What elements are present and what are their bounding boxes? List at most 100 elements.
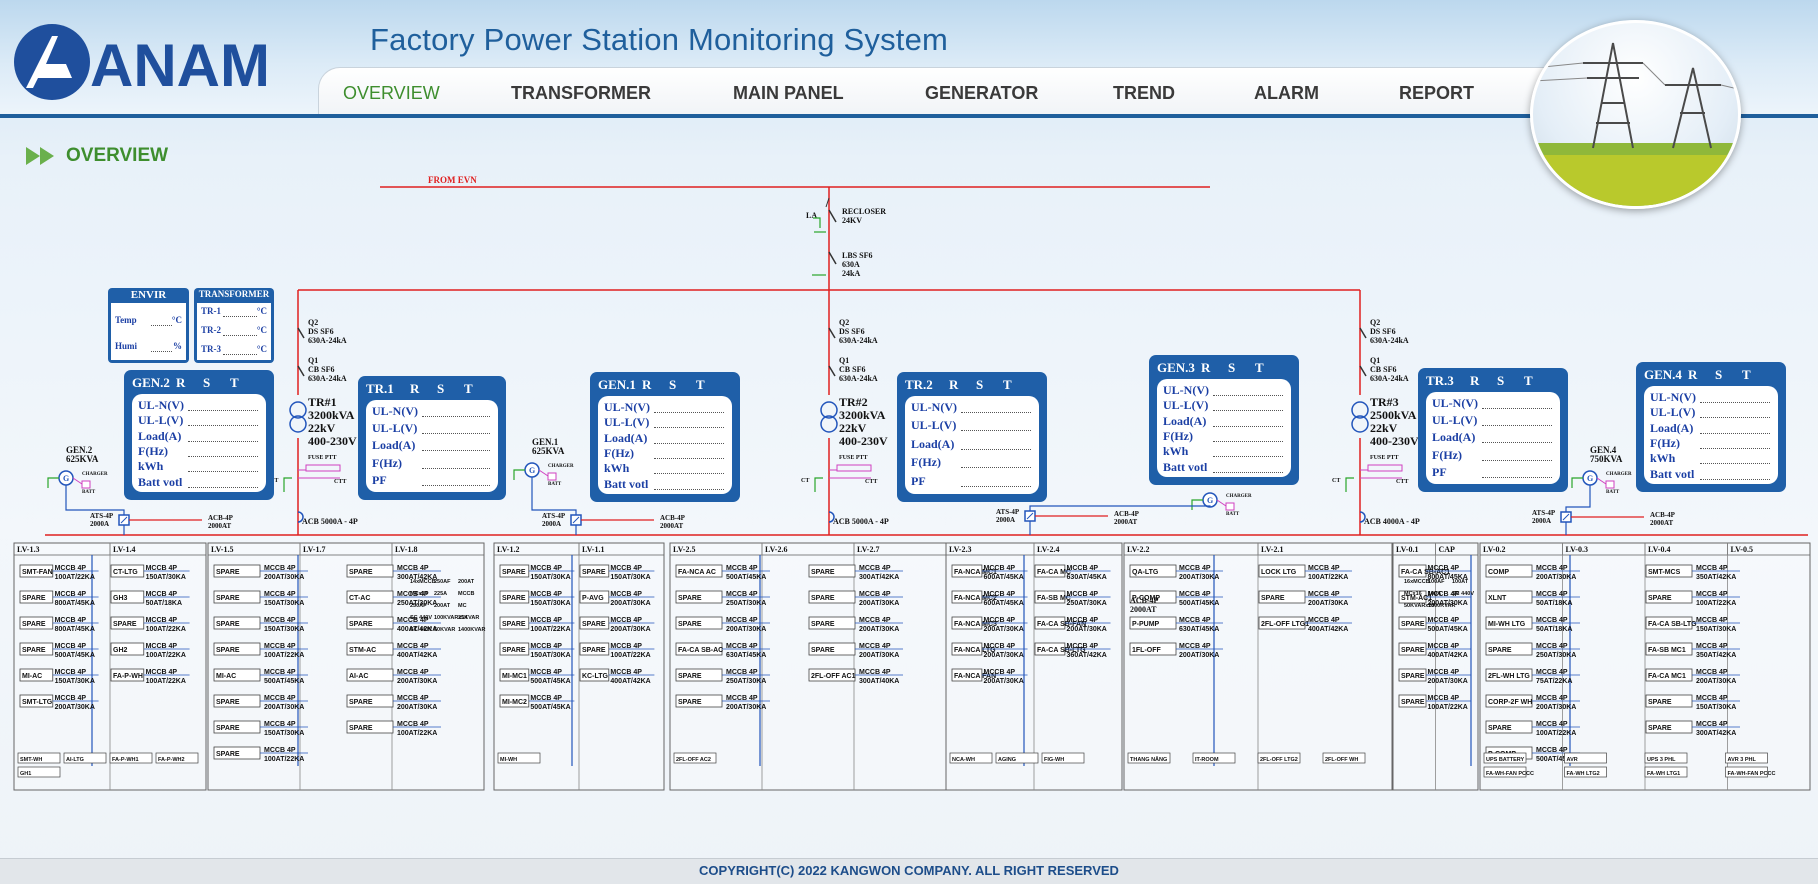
generator-symbol[interactable]: G	[524, 462, 540, 478]
lv-panel-label[interactable]: LV-1.3	[17, 545, 39, 554]
nav-overview[interactable]: OVERVIEW	[343, 83, 440, 103]
lv-small-load[interactable]: FA-P-WH1	[109, 752, 153, 764]
nav-transformer[interactable]: TRANSFORMER	[511, 83, 651, 103]
lv-panel-label[interactable]: LV-1.2	[497, 545, 519, 554]
ds-switch-q2[interactable]	[297, 327, 305, 339]
lv-small-load[interactable]: UPS BATTERY	[1483, 752, 1527, 764]
ds-switch-q2[interactable]	[828, 327, 836, 339]
ds-switch-q2[interactable]	[1359, 327, 1367, 339]
lv-small-load[interactable]: FA-WH-FAN PCCC	[1483, 766, 1534, 778]
generator-symbol[interactable]: G	[1202, 492, 1218, 508]
ats-switch[interactable]	[570, 514, 582, 526]
generator-symbol[interactable]: G	[1582, 470, 1598, 486]
lv-panel-label[interactable]: LV-1.7	[303, 545, 325, 554]
lv-small-load[interactable]: AI-LTG	[63, 752, 107, 764]
lv-panel-label[interactable]: LV-2.1	[1261, 545, 1283, 554]
ats-switch[interactable]	[1560, 511, 1572, 523]
lv-panel-label[interactable]: LV-2.2	[1127, 545, 1149, 554]
lv-small-load[interactable]: FA-WH LTG2	[1564, 766, 1607, 778]
lv-small-load[interactable]: GH1	[17, 766, 61, 778]
lv-panel-label[interactable]: LV-2.6	[765, 545, 787, 554]
lv-small-load[interactable]: MI-WH	[497, 752, 541, 764]
transformer-symbol[interactable]	[820, 401, 838, 433]
lv-small-load[interactable]: FA-WH-FAN PCCC	[1725, 766, 1776, 778]
nav-generator[interactable]: GENERATOR	[925, 83, 1039, 103]
lv-panel-label[interactable]: LV-1.5	[211, 545, 233, 554]
lv-panel-label[interactable]: LV-0.2	[1483, 545, 1505, 554]
cb-switch-q1[interactable]	[828, 365, 836, 377]
lv-panel-label[interactable]: LV-2.3	[949, 545, 971, 554]
main-acb[interactable]	[828, 511, 835, 523]
cb-switch-q1[interactable]	[1359, 365, 1367, 377]
cb-switch-q1[interactable]	[297, 365, 305, 377]
lv-panel-label[interactable]: LV-0.5	[1731, 545, 1753, 554]
lv-small-load[interactable]: NCA-WH	[949, 752, 993, 764]
lv-small-load[interactable]: FIG-WH	[1041, 752, 1085, 764]
nav-trend[interactable]: TREND	[1113, 83, 1175, 103]
lv-panel-label[interactable]: LV-2.5	[673, 545, 695, 554]
lv-panel-label[interactable]: LV-1.8	[395, 545, 417, 554]
nav-alarm[interactable]: ALARM	[1254, 83, 1319, 103]
generator-symbol[interactable]: G	[58, 470, 74, 486]
lv-panel-label[interactable]: LV-0.4	[1648, 545, 1670, 554]
nav-main-panel[interactable]: MAIN PANEL	[733, 83, 844, 103]
lv-small-load[interactable]: 2FL-OFF WH	[1322, 752, 1366, 764]
lv-small-load[interactable]: 2FL-OFF LTG2	[1257, 752, 1301, 764]
